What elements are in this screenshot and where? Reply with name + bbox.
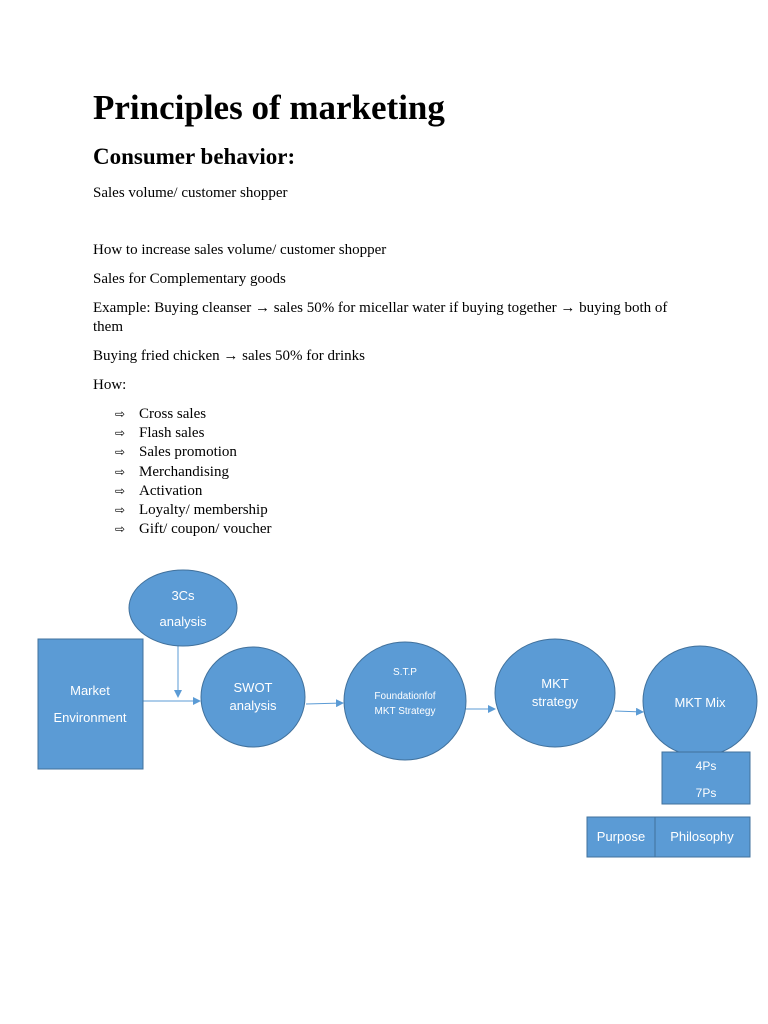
node-swot-label-1: SWOT	[234, 680, 273, 695]
paragraph-how: How:	[93, 377, 127, 393]
node-stp-label-2: Foundationfof	[374, 691, 435, 702]
node-stp-label-1: S.T.P	[393, 667, 417, 678]
list-item-label: Flash sales	[139, 425, 205, 442]
arrow-bullet-icon: ⇨	[115, 464, 126, 479]
node-market-environment: Market Environment	[37, 638, 144, 770]
connector-swot-to-stp	[305, 699, 344, 708]
node-purpose-label: Purpose	[597, 829, 645, 844]
list-item-label: Gift/ coupon/ voucher	[139, 521, 272, 538]
arrow-bullet-icon: ⇨	[115, 483, 126, 498]
node-purpose: Purpose	[586, 816, 656, 858]
list-item: ⇨ Loyalty/ membership	[115, 501, 271, 520]
list-item: ⇨ Flash sales	[115, 424, 271, 443]
paragraph-complementary-goods: Sales for Complementary goods	[93, 271, 286, 287]
list-item: ⇨ Activation	[115, 482, 271, 501]
node-mkt-mix: MKT Mix	[642, 645, 758, 757]
node-3cs-label-1: 3Cs	[171, 588, 195, 603]
paragraph-how-to-increase: How to increase sales volume/ customer s…	[93, 242, 387, 258]
paragraph-sales-volume: Sales volume/ customer shopper	[93, 185, 288, 201]
node-7ps-label: 7Ps	[696, 786, 717, 800]
node-mkt-strategy: MKT strategy	[494, 638, 616, 748]
node-stp: S.T.P Foundationfof MKT Strategy	[343, 641, 467, 761]
document-title: Principles of marketing	[93, 88, 445, 127]
list-item-label: Cross sales	[139, 406, 207, 422]
arrow-bullet-icon: ⇨	[115, 445, 126, 460]
node-3cs-label-2: analysis	[160, 614, 207, 629]
list-item-label: Merchandising	[139, 463, 229, 480]
node-philosophy-label: Philosophy	[670, 829, 734, 844]
list-item: ⇨ Cross sales	[115, 405, 271, 424]
node-swot-analysis: SWOT analysis	[200, 646, 306, 748]
list-item: ⇨ Merchandising	[115, 463, 271, 482]
arrow-bullet-icon: ⇨	[115, 407, 126, 421]
node-mix-label: MKT Mix	[674, 695, 726, 710]
list-item-label: Activation	[139, 482, 203, 499]
arrow-bullet-icon: ⇨	[115, 522, 126, 537]
paragraph-fried-chicken: Buying fried chicken → sales 50% for dri…	[93, 348, 366, 364]
node-stp-label-3: MKT Strategy	[375, 706, 436, 717]
list-item: ⇨ Sales promotion	[115, 443, 271, 462]
arrow-bullet-icon: ⇨	[115, 426, 126, 441]
node-market-label-1: Market	[70, 683, 110, 698]
node-3cs-analysis: 3Cs analysis	[128, 569, 238, 647]
node-strategy-label-2: strategy	[532, 694, 579, 709]
connector-strategy-to-mix	[614, 707, 644, 716]
arrow-bullet-icon: ⇨	[115, 503, 126, 518]
node-4ps-label: 4Ps	[696, 759, 717, 773]
paragraph-example: Example: Buying cleanser → sales 50% for…	[93, 300, 668, 335]
section-heading: Consumer behavior:	[93, 144, 296, 169]
node-market-label-2: Environment	[54, 710, 127, 725]
list-item: ⇨ Gift/ coupon/ voucher	[115, 520, 271, 539]
list-item-label: Loyalty/ membership	[139, 502, 268, 519]
tactics-list: ⇨ Cross sales ⇨ Flash sales ⇨ Sales prom…	[115, 405, 271, 539]
node-swot-label-2: analysis	[230, 698, 277, 713]
node-strategy-label-1: MKT	[541, 676, 569, 691]
list-item-label: Sales promotion	[139, 444, 237, 461]
node-philosophy: Philosophy	[654, 816, 751, 858]
node-4ps-7ps: 4Ps 7Ps	[661, 751, 751, 805]
